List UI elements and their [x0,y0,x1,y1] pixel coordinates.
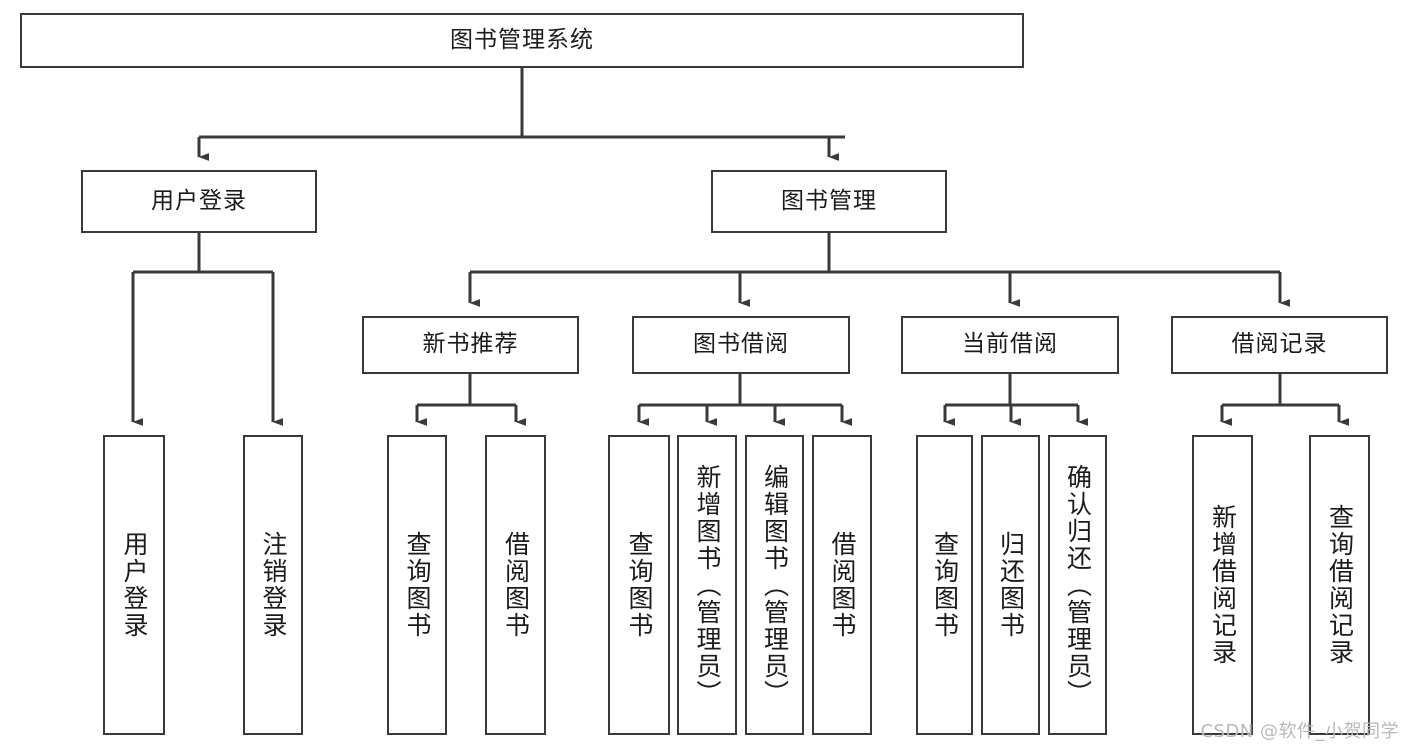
leaf-query-book-bb-label: 查询图书 [625,531,654,639]
node-book-borrow[interactable]: 图书借阅 [632,316,850,374]
node-current-borrow[interactable]: 当前借阅 [901,316,1119,374]
leaf-add-borrow-record[interactable]: 新增借阅记录 [1192,435,1253,735]
leaf-logout[interactable]: 注销登录 [243,435,303,735]
node-user-login-label: 用户登录 [151,187,247,214]
node-book-borrow-label: 图书借阅 [693,331,789,358]
leaf-edit-book-admin[interactable]: 编辑图书（管理员） [745,435,804,735]
leaf-add-book-admin[interactable]: 新增图书（管理员） [677,435,737,735]
node-user-login[interactable]: 用户登录 [81,170,317,233]
leaf-borrow-book-bb[interactable]: 借阅图书 [812,435,872,735]
node-borrow-record-label: 借阅记录 [1231,331,1328,358]
leaf-return-book-label: 归还图书 [996,531,1026,639]
leaf-borrow-book-bb-label: 借阅图书 [828,531,857,639]
leaf-query-book-nbr-label: 查询图书 [403,531,432,639]
node-new-book-recommend[interactable]: 新书推荐 [362,316,579,374]
node-book-management[interactable]: 图书管理 [711,170,947,233]
node-book-management-label: 图书管理 [781,187,877,214]
node-current-borrow-label: 当前借阅 [962,331,1058,358]
node-new-book-recommend-label: 新书推荐 [422,331,519,358]
leaf-borrow-book-nbr[interactable]: 借阅图书 [485,435,546,735]
leaf-borrow-book-nbr-label: 借阅图书 [501,531,531,639]
leaf-confirm-return-admin[interactable]: 确认归还（管理员） [1048,435,1107,735]
leaf-query-book-bb[interactable]: 查询图书 [608,435,670,735]
leaf-edit-book-admin-label: 编辑图书（管理员） [760,463,790,707]
leaf-query-borrow-record[interactable]: 查询借阅记录 [1309,435,1370,735]
leaf-query-book-cb[interactable]: 查询图书 [916,435,973,735]
leaf-user-login[interactable]: 用户登录 [103,435,165,735]
leaf-return-book[interactable]: 归还图书 [981,435,1040,735]
leaf-add-book-admin-label: 新增图书（管理员） [693,463,722,707]
leaf-query-borrow-record-label: 查询借阅记录 [1325,504,1355,666]
leaf-add-borrow-record-label: 新增借阅记录 [1208,504,1238,666]
node-root[interactable]: 图书管理系统 [20,13,1024,68]
node-root-label: 图书管理系统 [450,26,594,53]
leaf-user-login-label: 用户登录 [120,531,149,639]
watermark: CSDN @软件_小贺同学 [1200,721,1399,742]
leaf-confirm-return-admin-label: 确认归还（管理员） [1063,463,1093,707]
leaf-query-book-nbr[interactable]: 查询图书 [387,435,447,735]
leaf-query-book-cb-label: 查询图书 [930,531,960,639]
node-borrow-record[interactable]: 借阅记录 [1171,316,1388,374]
leaf-logout-label: 注销登录 [259,531,288,639]
